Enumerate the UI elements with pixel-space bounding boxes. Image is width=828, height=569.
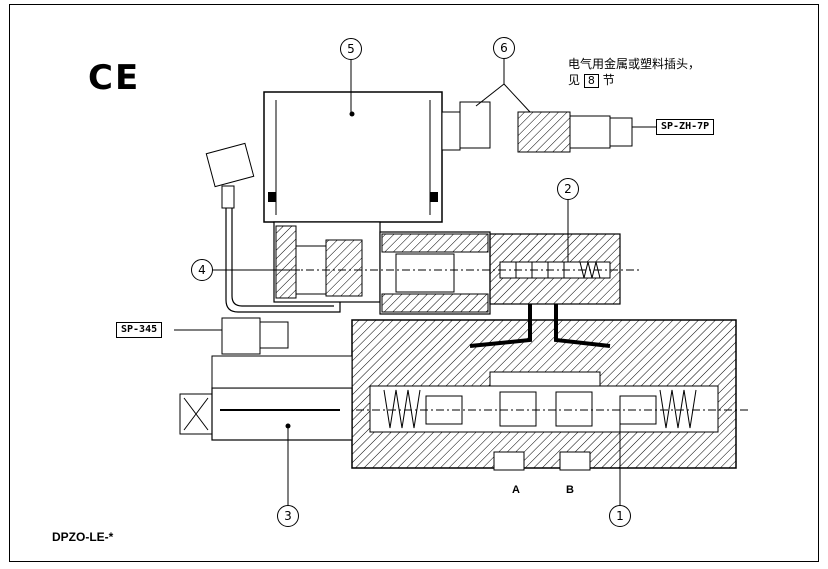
callout-3: 3 [277, 505, 299, 527]
note-line-2: 见 8 节 [568, 72, 700, 88]
pilot-valve [210, 221, 640, 315]
callout-4: 4 [191, 259, 213, 281]
callout-1: 1 [609, 505, 631, 527]
left-bottom-connector [174, 317, 289, 355]
note-line-1: 电气用金属或塑料插头， [568, 57, 701, 71]
ce-mark: CE [88, 58, 141, 98]
note-line-2-suffix: 节 [602, 73, 615, 87]
drawing-frame [9, 4, 819, 562]
port-b-label: B [566, 484, 574, 496]
electronics-housing [263, 91, 443, 223]
connector-ref-left: SP-345 [116, 322, 163, 338]
main-valve-body [340, 319, 748, 471]
callout-6-leaders [475, 58, 531, 113]
note-line-2-prefix: 见 [568, 73, 581, 87]
position-transducer [179, 355, 353, 441]
connector-note: 电气用金属或塑料插头， 见 8 节 [568, 56, 700, 88]
callout-5: 5 [340, 38, 362, 60]
connector-ref-top-right: SP-ZH-7P [656, 119, 715, 135]
main-connector [441, 101, 656, 153]
callout-6: 6 [493, 37, 515, 59]
section-ref-box: 8 [583, 74, 599, 88]
port-a-label: A [512, 484, 520, 496]
model-code: DPZO-LE-* [52, 530, 114, 544]
left-top-connector [205, 142, 341, 313]
callout-2: 2 [557, 178, 579, 200]
